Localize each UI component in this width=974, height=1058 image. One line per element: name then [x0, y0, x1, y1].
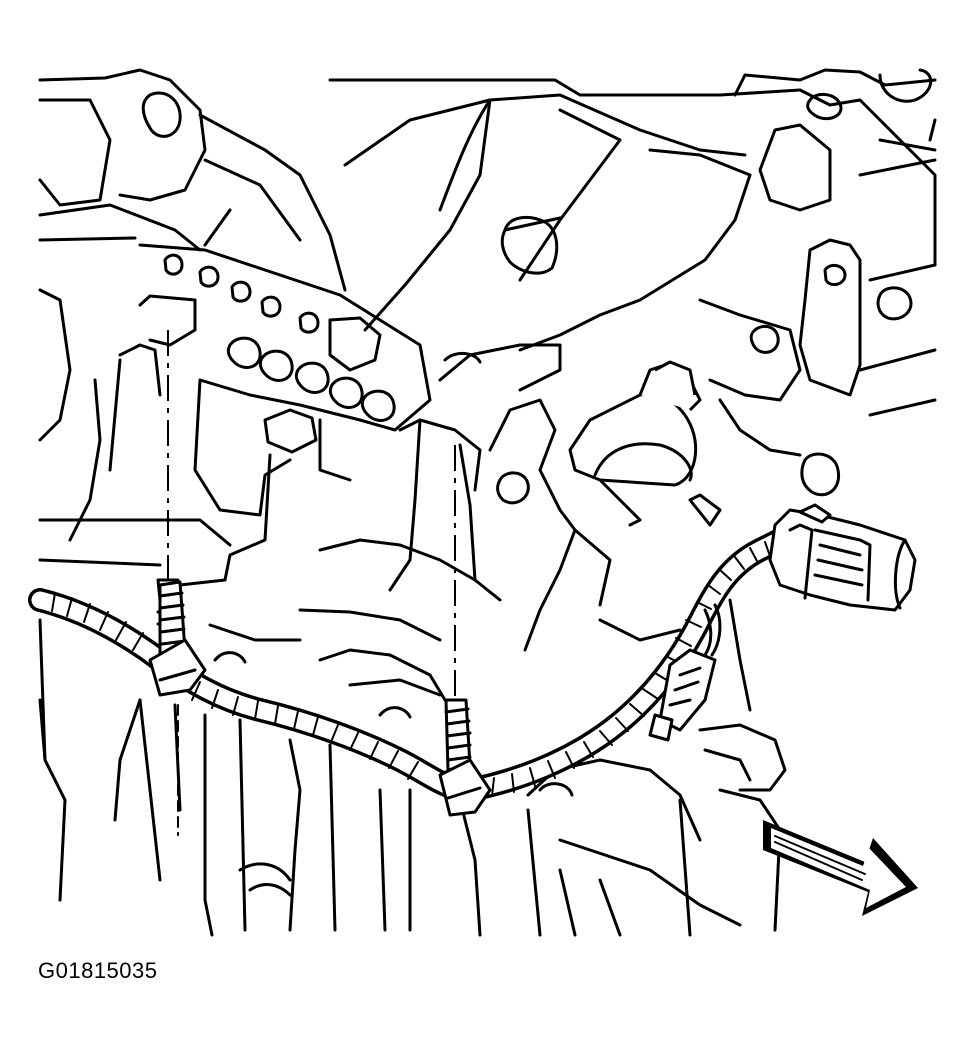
- engine-block: [38, 68, 937, 937]
- electrical-connector: [768, 503, 917, 612]
- pigtail-connector: [648, 648, 717, 742]
- direction-arrow: [763, 820, 918, 916]
- harness-push-pin-clip-left: [148, 330, 207, 836]
- figure-id-label: G01815035: [38, 958, 158, 983]
- harness-push-pin-clip-right: [438, 445, 492, 817]
- knock-sensor: [568, 360, 722, 527]
